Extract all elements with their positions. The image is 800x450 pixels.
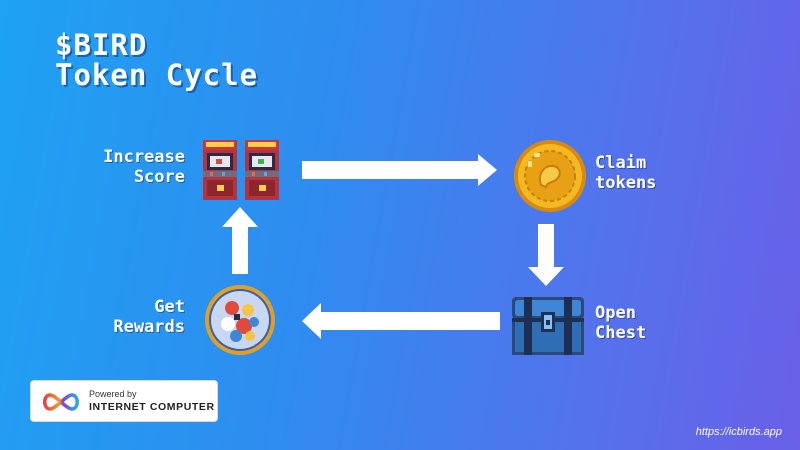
claim-tokens-line-2: tokens (595, 173, 657, 193)
footer-url[interactable]: https://icbirds.app (695, 426, 782, 438)
get-rewards-line-1: Get (154, 297, 185, 317)
treasure-chest-icon (512, 297, 584, 355)
badge-internet-computer-text: INTERNET COMPUTER (89, 401, 215, 413)
arrow-claim-to-chest (528, 224, 564, 286)
label-increase-score: Increase Score (40, 147, 185, 187)
label-open-chest: Open Chest (595, 303, 646, 343)
rewards-badge-icon (205, 285, 275, 355)
badge-powered-by-text: Powered by (89, 389, 137, 399)
arrow-rewards-to-score (222, 207, 258, 274)
increase-score-line-1: Increase (103, 147, 185, 167)
arrow-chest-to-rewards (302, 303, 500, 339)
claim-tokens-line-1: Claim (595, 153, 647, 173)
infinity-logo-icon (43, 393, 79, 411)
diagram-title: $BIRD Token Cycle (55, 30, 258, 90)
open-chest-line-1: Open (595, 303, 636, 323)
title-line-2: Token Cycle (55, 58, 259, 92)
open-chest-line-2: Chest (595, 323, 647, 343)
increase-score-line-2: Score (133, 167, 185, 187)
arcade-machine-left (203, 140, 237, 200)
powered-by-badge[interactable]: Powered by INTERNET COMPUTER (30, 380, 218, 422)
arrow-score-to-claim (302, 154, 497, 186)
arcade-machine-right (245, 140, 279, 200)
label-get-rewards: Get Rewards (40, 297, 185, 337)
label-claim-tokens: Claim tokens (595, 153, 656, 193)
arcade-machines-icon (203, 140, 279, 200)
title-line-1: $BIRD (55, 28, 148, 62)
gold-coin-icon (514, 140, 586, 212)
get-rewards-line-2: Rewards (113, 317, 185, 337)
